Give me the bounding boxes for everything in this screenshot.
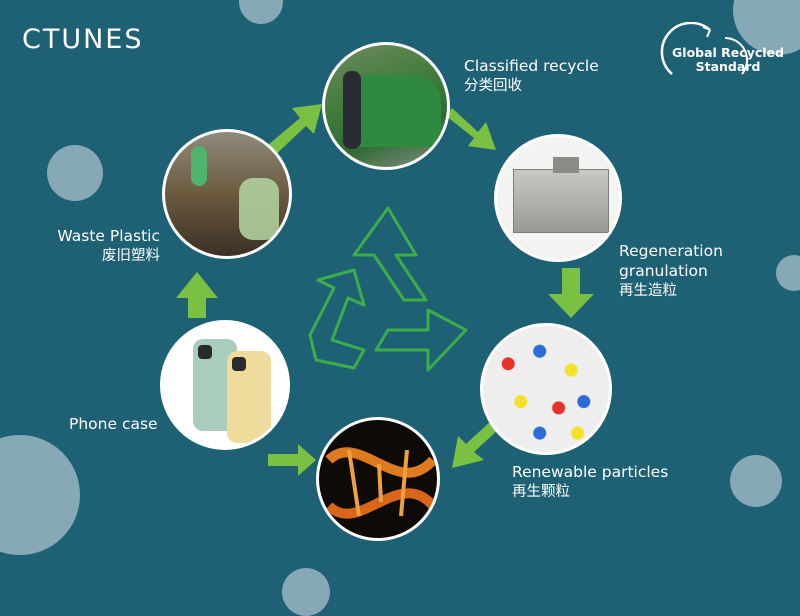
arrow-down-right [446, 108, 496, 150]
label-en: Waste Plastic [57, 227, 160, 245]
plastic-pellets-photo [480, 323, 612, 455]
arrow-up [176, 272, 218, 318]
grs-line1: Global Recycled [672, 45, 784, 60]
grs-line2: Standard [695, 59, 761, 74]
phone-cases-photo [160, 320, 290, 450]
brand-logo: CTUNES [22, 24, 144, 55]
worker-shape [343, 71, 361, 149]
label-en-line2: granulation [619, 262, 708, 280]
camera-icon-2 [232, 357, 246, 371]
grs-badge-text: Global Recycled Standard [672, 46, 784, 74]
label-cn: 废旧塑料 [102, 248, 160, 264]
decor-dot-right [776, 255, 800, 291]
granulation-machine-photo [494, 134, 622, 262]
plastic-bag-shape [239, 178, 279, 240]
arrow-down [548, 268, 594, 318]
arrow-left [268, 444, 316, 476]
glove-shape [191, 146, 207, 186]
recycle-icon [308, 206, 468, 372]
machine-top [553, 157, 579, 173]
arrow-up-right [262, 104, 322, 160]
recycling-bins-photo [322, 42, 450, 170]
label-en: Phone case [69, 415, 158, 433]
grs-badge-icon [660, 22, 749, 75]
strand-icon [325, 447, 437, 519]
label-en: Classified recycle [464, 57, 599, 75]
label-en: Renewable particles [512, 463, 669, 481]
bins-shape [345, 75, 441, 147]
label-cn: 再生造粒 [619, 283, 677, 299]
flow-arrows [176, 104, 594, 476]
polymer-strand-photo [316, 417, 440, 541]
label-cn: 再生颗粒 [512, 484, 570, 500]
machine-body [513, 169, 609, 233]
label-classified-recycle: Classified recycle 分类回收 [464, 56, 599, 96]
decor-dot-left [47, 145, 103, 201]
label-en-line1: Regeneration [619, 242, 723, 260]
decor-dot-bottom-right [730, 455, 782, 507]
label-waste-plastic: Waste Plastic 废旧塑料 [40, 226, 160, 266]
label-phone-case: Phone case [69, 414, 158, 434]
label-renewable-particles: Renewable particles 再生颗粒 [512, 462, 668, 502]
waste-plastic-photo [162, 129, 292, 259]
camera-icon [198, 345, 212, 359]
arrow-down-left [452, 420, 500, 468]
label-regeneration: Regeneration granulation 再生造粒 [619, 241, 723, 301]
label-cn: 分类回收 [464, 78, 522, 94]
